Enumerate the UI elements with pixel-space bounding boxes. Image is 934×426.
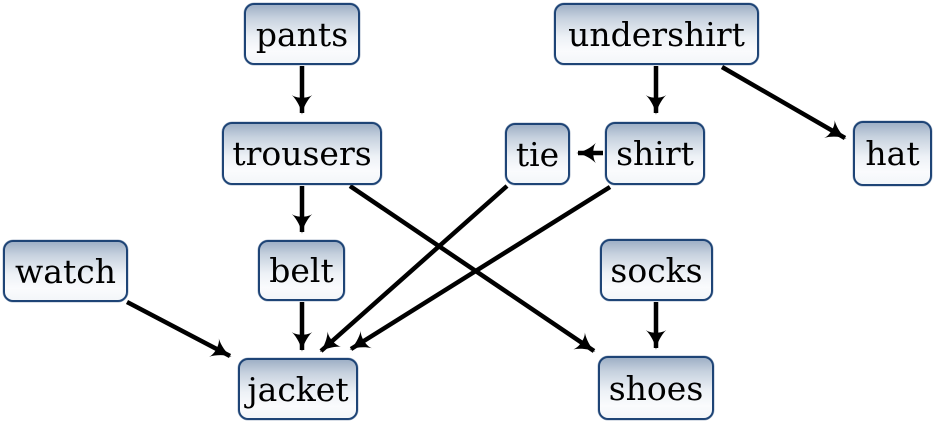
node-hat: hat <box>853 121 932 186</box>
node-watch: watch <box>3 240 128 302</box>
node-socks: socks <box>600 239 713 301</box>
node-shoes: shoes <box>598 356 714 420</box>
node-pants: pants <box>244 3 360 65</box>
node-trousers-label: trousers <box>232 134 372 173</box>
edge-watch-jacket <box>125 300 232 358</box>
node-hat-label: hat <box>865 134 920 173</box>
node-undershirt-label: undershirt <box>568 14 745 54</box>
node-pants-label: pants <box>255 14 349 54</box>
node-undershirt: undershirt <box>554 3 759 65</box>
edge-undershirt-hat <box>720 65 847 140</box>
node-watch-label: watch <box>15 251 116 291</box>
node-shirt: shirt <box>605 122 705 185</box>
node-tie-label: tie <box>515 134 560 174</box>
node-jacket: jacket <box>238 358 358 420</box>
edge-trousers-shoes <box>348 184 596 353</box>
node-belt: belt <box>258 240 345 301</box>
node-trousers: trousers <box>222 122 382 185</box>
edge-tie-jacket <box>319 184 509 353</box>
node-jacket-label: jacket <box>247 369 349 409</box>
node-tie: tie <box>505 123 570 185</box>
node-shirt-label: shirt <box>616 134 694 173</box>
node-socks-label: socks <box>610 250 703 290</box>
node-shoes-label: shoes <box>608 368 704 408</box>
edge-shirt-jacket <box>349 185 612 351</box>
node-belt-label: belt <box>269 251 334 290</box>
